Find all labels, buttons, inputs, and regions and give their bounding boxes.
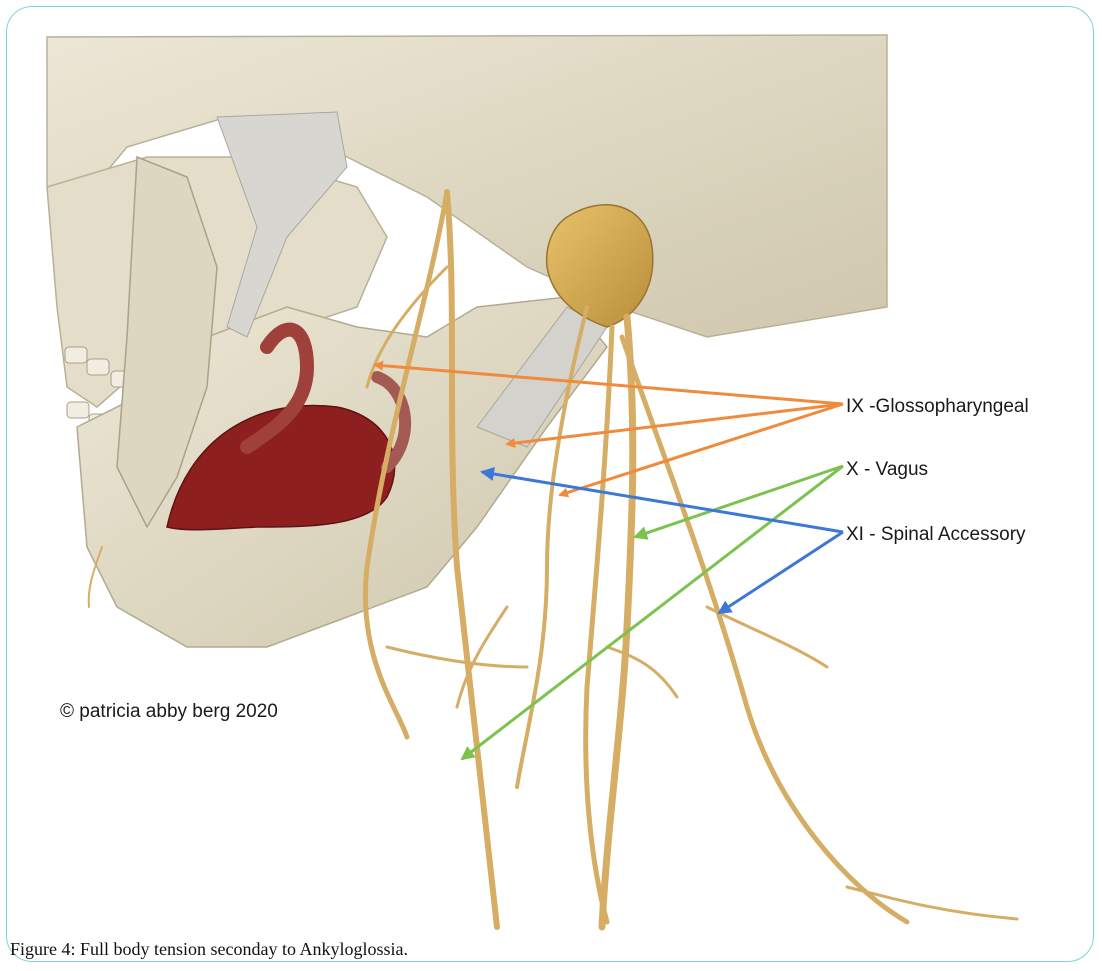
spinal-accessory-label: XI - Spinal Accessory	[846, 525, 1026, 544]
figure-caption: Figure 4: Full body tension seconday to …	[10, 939, 408, 960]
glossopharyngeal-label: IX -Glossopharyngeal	[846, 397, 1029, 416]
copyright-text: © patricia abby berg 2020	[60, 701, 278, 723]
anatomy-illustration	[7, 7, 1094, 962]
figure-frame: IX -Glossopharyngeal X - Vagus XI - Spin…	[6, 6, 1094, 962]
vagus-label: X - Vagus	[846, 460, 928, 479]
spinal-accessory-arrows	[482, 472, 843, 613]
vagus-arrows	[462, 466, 843, 759]
